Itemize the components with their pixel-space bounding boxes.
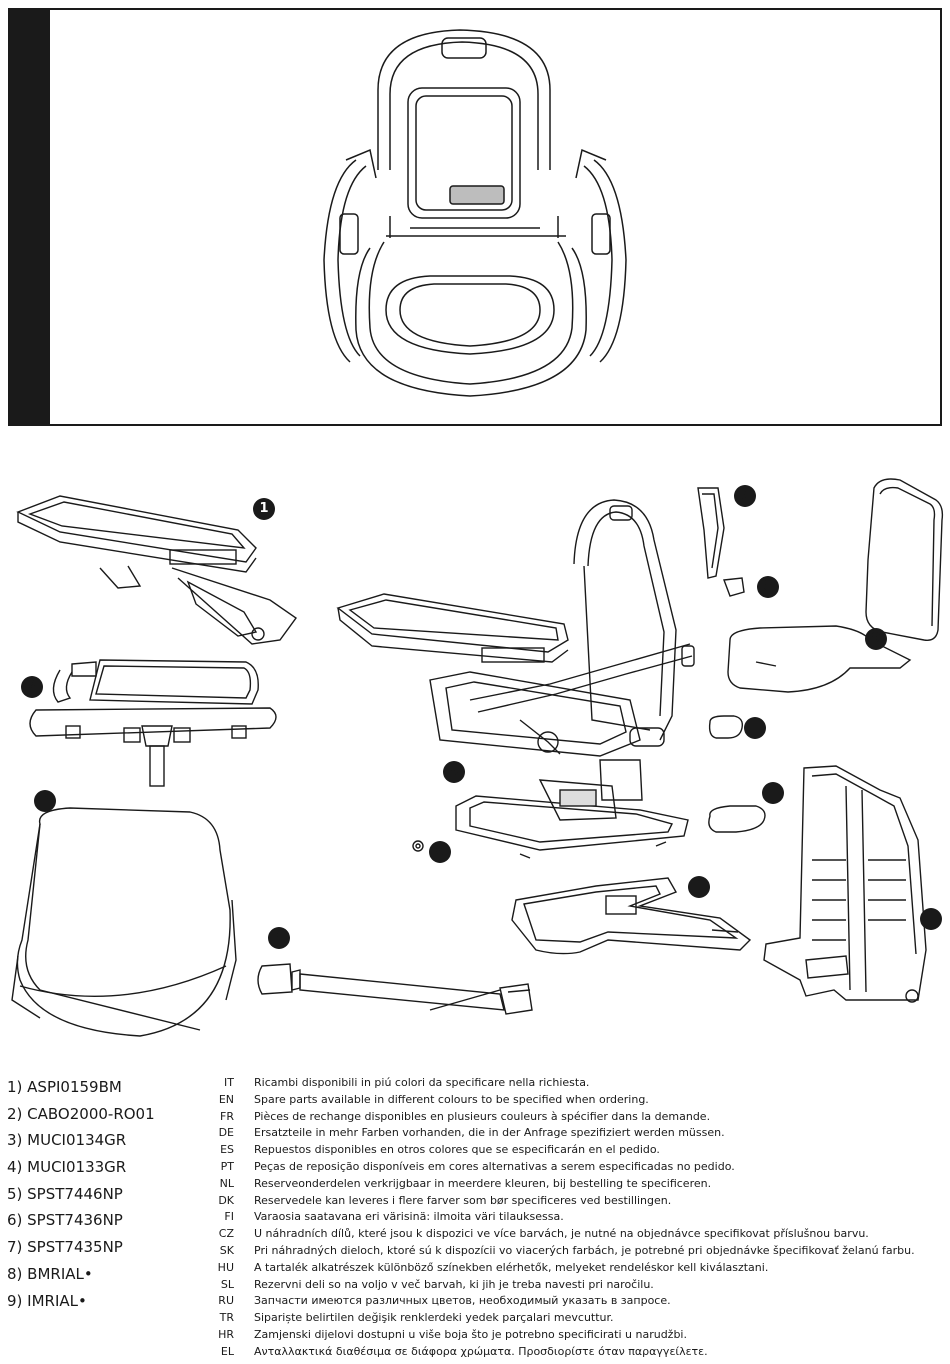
language-code: EN [218,1092,234,1106]
callout-number: 3 [34,790,56,812]
language-row: HR Zamjenski dijelovi dostupni u više boj… [214,1327,944,1344]
language-text: Sipariște belirtilen değişik renklerdeki… [254,1311,614,1325]
callout-number: 2 [21,676,43,698]
seat-pad-part [727,625,912,693]
language-code: SK [219,1243,234,1257]
language-code: DK [218,1193,234,1207]
language-code: SL [220,1277,234,1291]
callout-number: 6 [429,841,451,863]
language-text: Pièces de rechange disponibles en plusie… [254,1109,711,1123]
language-code: PT [220,1159,234,1173]
language-row: EL Ανταλλακτικά διαθέσιμα σε διάφορα χρώμ… [214,1344,944,1361]
part-code: 8) BMRIAL• [7,1264,93,1283]
language-code: HU [217,1260,234,1274]
language-text: Repuestos disponibles en otros colores q… [254,1143,660,1157]
language-code: IT [224,1076,234,1089]
callout-number: 1 [253,498,275,520]
oval-pad-part [708,805,766,833]
language-row: NL Reserveonderdelen verkrijgbaar in meer… [214,1176,944,1193]
harness-strap-part [29,659,277,787]
language-row: DE Ersatzteile in mehr Farben vorhanden, … [214,1125,944,1142]
part-code: 1) ASPI0159BM [7,1078,122,1096]
panel-side-bar [10,10,50,424]
language-row: FI Varaosia saatavana eri värisinä: ilmoi… [214,1209,944,1226]
language-code: FI [224,1210,234,1224]
language-code: ES [220,1143,234,1157]
language-text: Ricambi disponibili in piú colori da spe… [254,1076,590,1089]
part-code: 6) SPST7436NP [7,1211,123,1230]
language-code: NL [219,1176,234,1190]
cover-bag-part [11,807,237,1037]
language-code: DE [218,1126,234,1140]
language-code: RU [218,1294,234,1308]
side-clip-part [697,487,745,597]
exploded-parts-diagram: 1 2 3 4 5 6 7 8 9 [0,440,950,1060]
language-row: FR Pièces de rechange disponibles en plus… [214,1109,944,1126]
language-row: IT Ricambi disponibili in piú colori da s… [214,1075,944,1092]
language-row: RU Запчасти имеются различных цветов, нео… [214,1293,944,1310]
language-code: HR [218,1327,234,1341]
language-text: Zamjenski dijelovi dostupni u više boja … [254,1327,687,1341]
part-code: 3) MUCI0134GR [7,1131,127,1150]
language-text: Ανταλλακτικά διαθέσιμα σε διάφορα χρώματ… [254,1344,708,1358]
callout-number [762,782,784,804]
language-row: CZ U náhradních dílů, které jsou k dispoz… [214,1226,944,1243]
long-strap-part [257,963,533,1015]
language-text: Rezervni deli so na voljo v več barvah, … [254,1277,654,1291]
part-code: 5) SPST7446NP [7,1184,123,1203]
language-text: Reserveonderdelen verkrijgbaar in meerde… [254,1176,712,1190]
language-row: EN Spare parts available in different col… [214,1092,944,1109]
language-row: DK Reservedele kan leveres i flere farver… [214,1193,944,1210]
part-code: 4) MUCI0133GR [7,1158,127,1177]
language-code: EL [220,1344,234,1358]
language-row: SK Pri náhradných dieloch, ktoré sú k dis… [214,1243,944,1260]
multilingual-note-table: IT Ricambi disponibili in piú colori da s… [214,1075,944,1361]
spare-parts-list: 1) ASPI0159BM 2) CABO2000-RO01 3) MUCI01… [7,1074,207,1314]
language-text: A tartalék alkatrészek különböző színekb… [254,1260,769,1274]
callout-number: 7 [734,485,756,507]
language-row: PT Peças de reposição disponíveis em core… [214,1159,944,1176]
back-pad-part [865,478,944,641]
base-part [511,877,752,955]
part-code: 9) IMRIAL• [7,1291,87,1310]
language-row: TR Sipariște belirtilen değişik renklerde… [214,1310,944,1327]
language-text: Varaosia saatavana eri värisinä: ilmoita… [254,1210,564,1224]
chair-front-view-illustration [323,29,627,397]
callout-number: 9 [865,628,887,650]
language-code: TR [219,1311,234,1325]
callout-number [920,908,942,930]
language-text: Peças de reposição disponíveis em cores … [254,1159,735,1173]
callout-number: 8 [757,576,779,598]
language-code: FR [220,1109,234,1123]
chair-assembly [336,499,695,859]
language-text: Ersatzteile in mehr Farben vorhanden, di… [254,1126,725,1140]
language-row: SL Rezervni deli so na voljo v več barvah… [214,1277,944,1294]
language-text: Spare parts available in different colou… [254,1092,649,1106]
callout-number [688,876,710,898]
button-part [708,715,744,739]
tray-part [16,495,297,645]
screw-part [412,840,424,852]
parts-illustration [11,478,944,1037]
language-code: CZ [218,1227,234,1241]
rear-frame-part [763,765,927,1003]
language-text: Запчасти имеются различных цветов, необх… [254,1294,671,1308]
language-text: Pri náhradných dieloch, ktoré sú k dispo… [254,1243,915,1257]
language-row: ES Repuestos disponibles en otros colores… [214,1142,944,1159]
callout-number: 4 [268,927,290,949]
part-code: 7) SPST7435NP [7,1238,123,1257]
top-view-panel [8,8,942,426]
language-text: Reservedele kan leveres i flere farver s… [254,1193,672,1207]
part-code: 2) CABO2000-RO01 [7,1104,155,1123]
language-row: HU A tartalék alkatrészek különböző színe… [214,1260,944,1277]
language-text: U náhradních dílů, které jsou k dispozic… [254,1227,869,1241]
callout-number [744,717,766,739]
callout-number: 5 [443,761,465,783]
